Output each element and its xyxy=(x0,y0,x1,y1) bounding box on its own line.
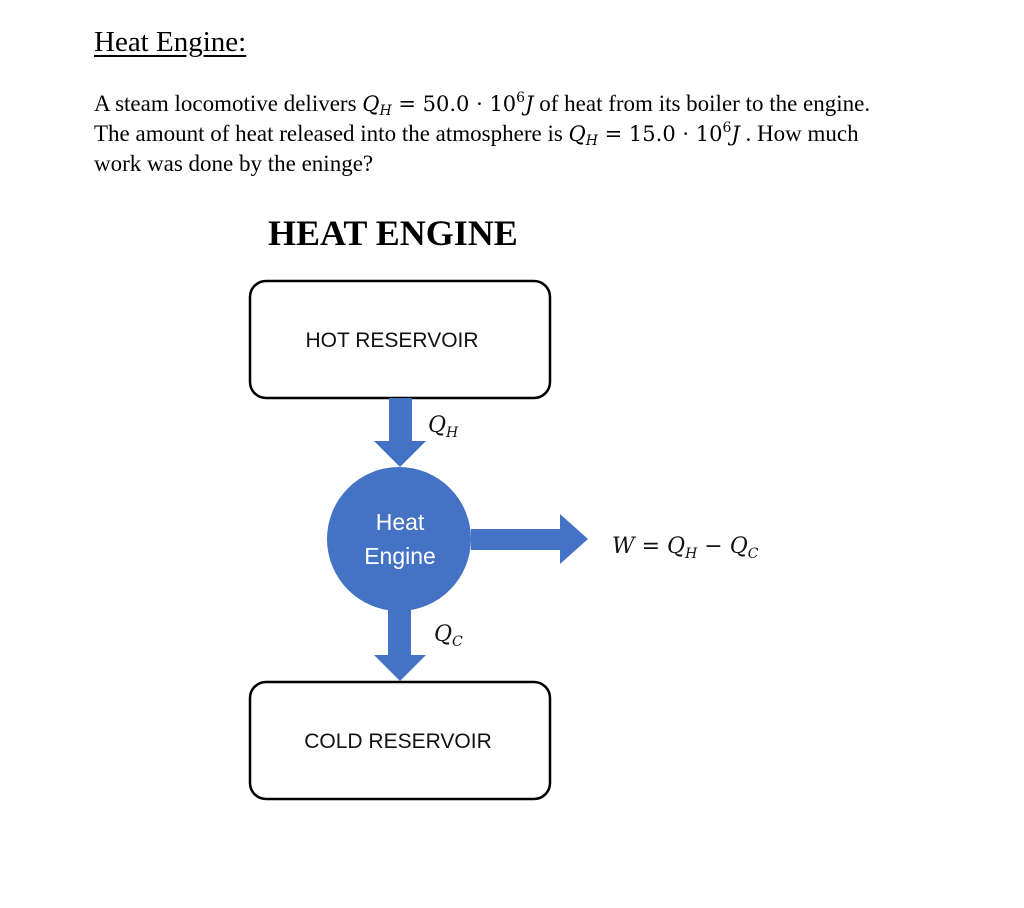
work-q2-sub: C xyxy=(748,546,759,562)
work-arrow xyxy=(471,514,588,564)
math-qh: QH = 50.0 · 106J xyxy=(362,90,534,119)
work-q1: Q xyxy=(667,534,685,559)
problem-line-2: The amount of heat released into the atm… xyxy=(94,119,974,149)
heading: Heat Engine: xyxy=(94,26,247,58)
math-var: Q xyxy=(362,92,380,116)
math-eq: = 50.0 · 10 xyxy=(391,92,517,116)
cold-reservoir-label: COLD RESERVOIR xyxy=(304,730,492,753)
work-minus: − xyxy=(697,534,729,559)
diagram-title: HEAT ENGINE xyxy=(268,213,518,253)
qc-var: Q xyxy=(434,622,452,647)
math-unit: J xyxy=(731,122,740,146)
math-qh-2: QH = 15.0 · 106J xyxy=(568,120,740,149)
work-eq: = xyxy=(635,534,667,559)
qh-label: QH xyxy=(428,413,459,441)
work-w: W xyxy=(612,534,637,559)
text: The amount of heat released into the atm… xyxy=(94,121,569,146)
cold-reservoir-box xyxy=(248,680,552,801)
qh-arrow xyxy=(374,398,426,467)
text: of heat from its boiler to the engine. xyxy=(533,91,871,116)
heat-engine-circle xyxy=(327,467,471,611)
engine-label-line1: Heat xyxy=(376,509,425,535)
math-exp: 6 xyxy=(722,120,732,136)
work-q2: Q xyxy=(730,534,748,559)
qc-label: QC xyxy=(434,622,463,650)
qh-sub: H xyxy=(445,425,459,441)
qh-var: Q xyxy=(428,413,446,438)
math-var: Q xyxy=(568,122,586,146)
problem-statement: A steam locomotive delivers QH = 50.0 · … xyxy=(94,89,974,178)
problem-line-1: A steam locomotive delivers QH = 50.0 · … xyxy=(94,89,974,119)
engine-label-line2: Engine xyxy=(364,543,436,569)
math-eq: = 15.0 · 10 xyxy=(597,122,723,146)
text: A steam locomotive delivers xyxy=(94,91,363,116)
problem-line-3: work was done by the eninge? xyxy=(94,151,374,176)
math-exp: 6 xyxy=(516,90,526,106)
text: . How much xyxy=(739,121,859,146)
work-equation: W = QH − QC xyxy=(612,534,759,562)
math-sub: H xyxy=(585,133,598,149)
hot-reservoir-label: HOT RESERVOIR xyxy=(305,329,478,352)
math-sub: H xyxy=(379,103,392,119)
work-q1-sub: H xyxy=(684,546,698,562)
qc-arrow xyxy=(374,608,426,681)
math-unit: J xyxy=(525,92,534,116)
qc-sub: C xyxy=(452,634,463,650)
